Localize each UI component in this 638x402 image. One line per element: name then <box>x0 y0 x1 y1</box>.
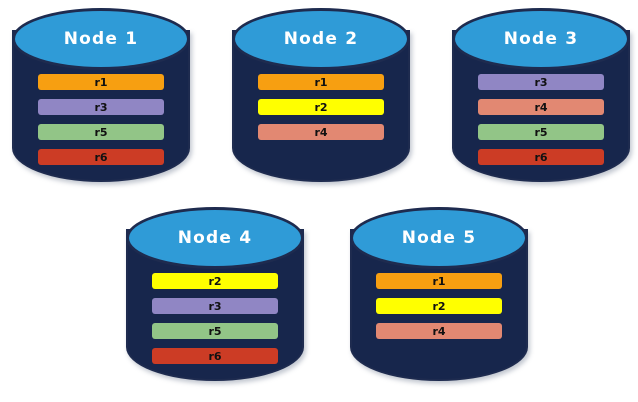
record-bar-r1[interactable]: r1 <box>258 74 384 90</box>
record-list: r2 r3 r5 r6 <box>152 273 278 373</box>
record-bar-r1[interactable]: r1 <box>376 273 502 289</box>
record-bar-r2[interactable]: r2 <box>152 273 278 289</box>
record-bar-r4[interactable]: r4 <box>478 99 604 115</box>
record-label: r5 <box>208 324 222 338</box>
record-label: r6 <box>94 150 108 164</box>
record-label: r5 <box>94 125 108 139</box>
record-bar-r4[interactable]: r4 <box>376 323 502 339</box>
record-label: r3 <box>208 299 222 313</box>
record-bar-r6[interactable]: r6 <box>38 149 164 165</box>
record-list: r1 r2 r4 <box>258 74 384 149</box>
record-bar-r5[interactable]: r5 <box>478 124 604 140</box>
record-bar-r1[interactable]: r1 <box>38 74 164 90</box>
record-bar-r4[interactable]: r4 <box>258 124 384 140</box>
cylinder-top-icon <box>12 8 190 70</box>
record-label: r2 <box>208 274 222 288</box>
record-list: r1 r3 r5 r6 <box>38 74 164 174</box>
record-bar-r3[interactable]: r3 <box>38 99 164 115</box>
record-label: r1 <box>432 274 446 288</box>
cylinder-top-icon <box>452 8 630 70</box>
record-label: r5 <box>534 125 548 139</box>
record-label: r1 <box>94 75 108 89</box>
record-bar-r3[interactable]: r3 <box>478 74 604 90</box>
record-label: r4 <box>314 125 328 139</box>
record-label: r6 <box>534 150 548 164</box>
record-bar-r3[interactable]: r3 <box>152 298 278 314</box>
record-bar-r6[interactable]: r6 <box>152 348 278 364</box>
record-label: r6 <box>208 349 222 363</box>
record-label: r3 <box>534 75 548 89</box>
cylinder-top-icon <box>126 207 304 269</box>
record-label: r3 <box>94 100 108 114</box>
record-label: r2 <box>432 299 446 313</box>
record-bar-r6[interactable]: r6 <box>478 149 604 165</box>
record-list: r3 r4 r5 r6 <box>478 74 604 174</box>
record-label: r4 <box>432 324 446 338</box>
record-bar-r2[interactable]: r2 <box>258 99 384 115</box>
record-bar-r5[interactable]: r5 <box>38 124 164 140</box>
cylinder-top-icon <box>232 8 410 70</box>
cylinder-top-icon <box>350 207 528 269</box>
record-bar-r2[interactable]: r2 <box>376 298 502 314</box>
record-label: r1 <box>314 75 328 89</box>
record-label: r2 <box>314 100 328 114</box>
record-label: r4 <box>534 100 548 114</box>
record-list: r1 r2 r4 <box>376 273 502 348</box>
record-bar-r5[interactable]: r5 <box>152 323 278 339</box>
